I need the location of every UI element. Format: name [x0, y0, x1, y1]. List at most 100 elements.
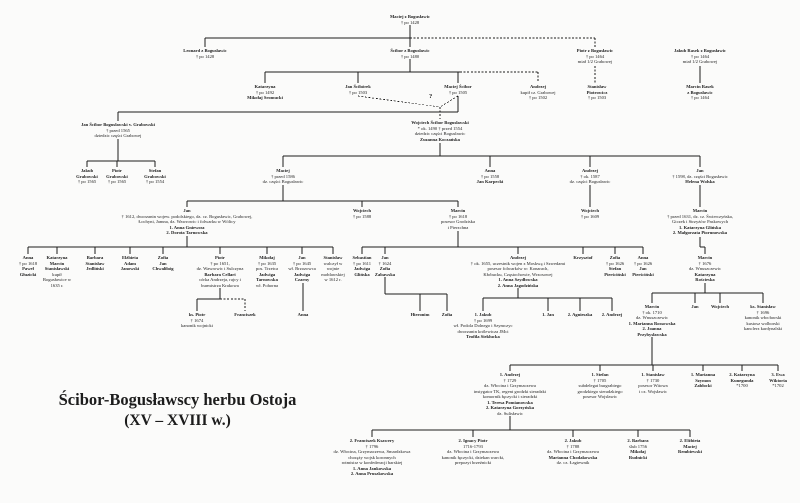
connector-line	[439, 95, 459, 108]
node-text-line: † po 1464	[690, 95, 710, 100]
node-text-line: kupił	[52, 271, 62, 277]
node-text-line: Jedliński	[86, 266, 104, 271]
tree-node-agnieszka-2: 2. Agnieszka	[562, 312, 598, 318]
node-text-line: Pierściński	[604, 271, 626, 277]
node-text-line: 1. Anna Jankowska	[352, 465, 392, 471]
node-text-line: Jan	[298, 255, 306, 260]
node-text-line: Jadwiga	[353, 266, 371, 271]
node-text-line: Marcin	[450, 208, 466, 213]
node-text-line: 2. Katarzyna Gorzyńska	[485, 405, 535, 410]
node-text-line: † po 1554	[145, 179, 165, 184]
node-text-line: Marcin	[644, 304, 660, 309]
node-text-line: Giczek i Strzyżów Paskowych	[671, 219, 728, 224]
node-text-line: Zuzanna Koczańska	[420, 136, 460, 142]
tree-node-krzysztof: Krzysztof	[566, 255, 600, 261]
node-text-line: 1635 r.	[50, 282, 64, 288]
node-text-line: Bogusławice w	[42, 277, 72, 282]
node-text-line: subdelegat burgrabiego	[578, 383, 622, 388]
node-text-line: † po 1626	[605, 260, 625, 266]
node-text-line: † po 1464	[585, 53, 605, 59]
node-text-line: Piotr	[112, 168, 122, 173]
node-text-line: † po 1558	[480, 173, 500, 179]
node-text-line: 2. Małgorzata Piorunowska	[672, 230, 728, 235]
node-text-line: ks. Piotr	[188, 312, 206, 317]
node-text-line: † po 1626	[633, 260, 653, 266]
node-text-line: grodzkiego sieradzkiego	[577, 388, 623, 394]
node-text-line: Andrzej	[529, 84, 547, 89]
tree-node-jan: Jan	[685, 304, 705, 310]
node-text-line: † po 1480	[400, 53, 420, 59]
node-text-line: posesor folwarków w: Konarach,	[487, 266, 549, 271]
node-text-line: † po 1428	[195, 53, 215, 59]
tree-node-zofia: Zofia	[434, 312, 460, 318]
node-text-line: wł. Pohorna	[255, 282, 279, 288]
node-text-line: posesor Wojsławic	[582, 394, 618, 399]
node-text-line: Stanisław	[85, 260, 105, 266]
node-text-line: 2. Barbara	[627, 438, 649, 443]
node-text-line: 2. Katarzyna	[729, 372, 755, 377]
node-text-line: Chwalibóg	[152, 266, 174, 271]
node-text-line: 2. Andrzej	[601, 312, 623, 317]
node-text-line: Glińska	[354, 271, 370, 277]
node-text-line: 1. Anna Gniewosz	[169, 224, 205, 230]
node-text-line: *1700	[736, 383, 748, 388]
node-text-line: 2. Jakub	[564, 438, 582, 443]
node-text-line: Grabowski	[76, 173, 98, 179]
node-text-line: 1. Jakub	[474, 312, 492, 317]
node-text-line: wojnie	[326, 266, 340, 271]
tree-node-jan-1: 1. Jan	[536, 312, 560, 318]
node-text-line: † 1676	[698, 260, 712, 266]
node-text-line: Katarzyna	[254, 84, 276, 89]
node-text-line: Mikołaj	[630, 449, 646, 454]
node-text-line: 2. Ignacy Piotr	[458, 438, 488, 443]
node-text-line: kanonik łęczycki, dziekan warcki,	[441, 454, 505, 460]
node-text-line: 1. Stanisław	[641, 372, 665, 377]
node-text-line: † po 1464	[690, 53, 710, 59]
node-text-line: kanclerz kardynalski	[743, 326, 783, 331]
chart-title-line1: Ścibor-Bogusławscy herbu Ostoja	[58, 390, 297, 409]
node-text-line: Anna	[22, 255, 34, 260]
node-text-line: † po 1502	[528, 95, 548, 100]
node-text-line: † 1788	[566, 443, 580, 449]
tree-node-wojciech-1588: Wojciech† po 1588	[342, 208, 382, 219]
node-text-line: Stanisławski	[44, 266, 70, 271]
node-text-line: Wojciech	[580, 208, 600, 213]
node-text-line: dziedzic części Grabowej	[94, 133, 142, 138]
node-text-line: Stanisław	[587, 84, 607, 89]
node-text-line: Sebastian	[352, 255, 372, 260]
node-text-line: posesor Witowa	[638, 383, 668, 388]
node-text-line: Piotr	[215, 255, 225, 260]
node-text-line: rotmistrz w konfederacji barskiej	[341, 460, 403, 465]
node-text-line: 2. Franciszek Ksawery	[349, 438, 395, 443]
tree-node-jan-sciborek: Jan Ścibórek† po 1503	[331, 84, 385, 95]
node-text-line: Marcin	[49, 260, 65, 266]
node-text-line: Anna	[637, 255, 649, 260]
node-text-line: Leonard z Bogusławic	[183, 48, 227, 53]
node-text-line: burmistrza Krakowa	[201, 282, 239, 288]
node-text-line: Marcin Rasek	[686, 84, 714, 89]
node-text-line: Wojciech Ścibor Bogusławski	[411, 120, 469, 125]
node-text-line: * ok. 1490 † przed 1554	[417, 125, 463, 131]
node-text-line: Przybysławska	[637, 331, 667, 337]
node-text-line: i cz. Wojsławic	[639, 388, 667, 394]
node-text-line: Grabowski	[106, 173, 128, 179]
node-text-line: dz. Wnuszczewic	[688, 266, 722, 271]
node-text-line: Jadwiga	[258, 271, 276, 277]
